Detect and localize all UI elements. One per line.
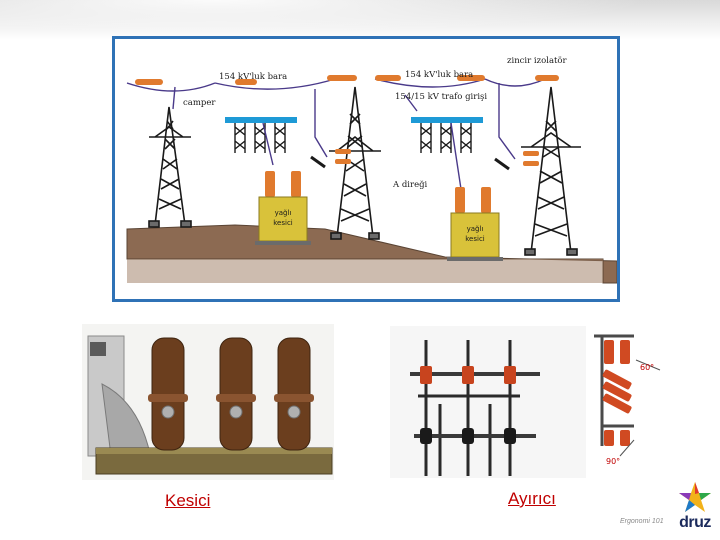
tower-3 (521, 86, 581, 256)
label-breaker-left-2: kesici (273, 219, 293, 227)
oil-breaker-left (255, 171, 311, 245)
bus-lines (126, 78, 546, 160)
diagram-svg: 154 kV'luk bara 154 kV'luk bara zincir i… (126, 56, 617, 284)
label-breaker-left-1: yağlı (275, 209, 292, 217)
angle-label-60: 60° (640, 363, 654, 372)
logo-text: druz (679, 514, 711, 531)
label-trafo-input: 154/15 kV trafo girişi (395, 92, 487, 102)
header-band (0, 0, 720, 40)
label-tower-a: A direği (392, 179, 428, 190)
oil-breaker-right (447, 187, 503, 261)
vacuum-breaker-photo (82, 324, 334, 480)
druz-logo: druz (672, 480, 718, 536)
disconnector-photo: 60° 90° (390, 326, 680, 478)
label-breaker-right-1: yağlı (467, 225, 484, 233)
busbar-left (225, 117, 297, 166)
diagram-canvas: 154 kV'luk bara 154 kV'luk bara zincir i… (115, 39, 617, 299)
label-jumper: camper (183, 98, 216, 108)
disconnector-arm-right (494, 157, 510, 171)
caption-ayirici: Ayırıcı (508, 489, 556, 508)
footer-text: Ergonomi 101 (620, 518, 664, 525)
disconnector-arm-left (310, 155, 326, 169)
star-icon (679, 482, 711, 512)
label-bus-left: 154 kV'luk bara (219, 72, 287, 82)
caption-kesici: Kesici (165, 491, 211, 510)
tower-1 (148, 106, 192, 228)
busbar-right (411, 117, 483, 190)
label-breaker-right-2: kesici (465, 235, 485, 243)
label-chain-insulator: zincir izolatör (507, 56, 568, 66)
chain-insulators (135, 75, 559, 166)
angle-label-90: 90° (606, 457, 620, 466)
label-bus-right: 154 kV'luk bara (405, 70, 473, 80)
substation-diagram: 154 kV'luk bara 154 kV'luk bara zincir i… (112, 36, 620, 302)
